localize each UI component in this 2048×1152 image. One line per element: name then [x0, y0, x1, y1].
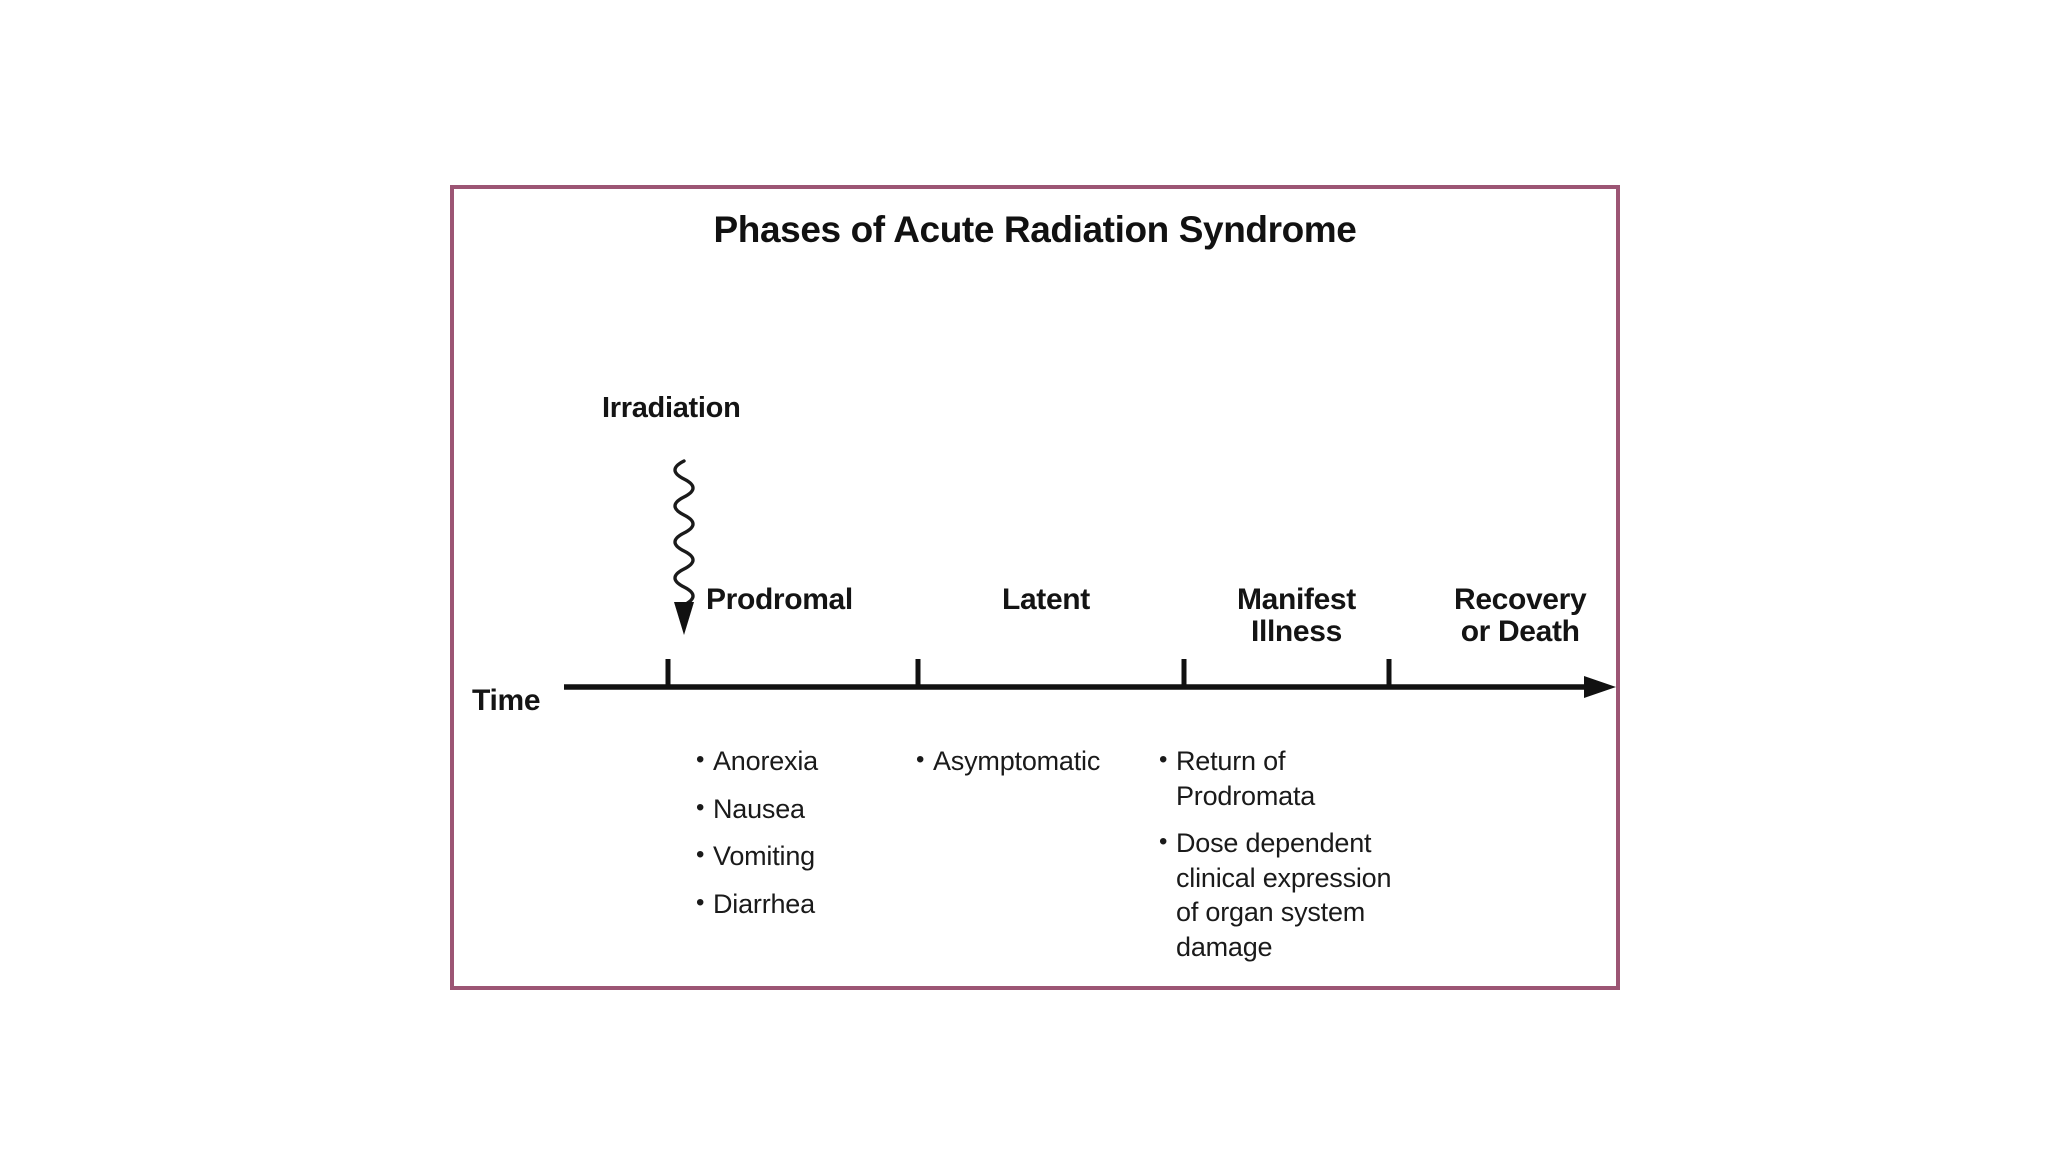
list-item-label: Anorexia — [713, 746, 818, 776]
symptom-list-manifest-illness: • Return of Prodromata • Dose dependent … — [1159, 744, 1419, 977]
wavy-arrow-down-icon — [673, 459, 695, 635]
list-item: • Dose dependent clinical expression of … — [1159, 826, 1419, 964]
list-item-label: Nausea — [713, 793, 805, 824]
bullet-icon: • — [696, 888, 705, 916]
page-title: Phases of Acute Radiation Syndrome — [713, 209, 1357, 250]
phase-label-latent: Latent — [1002, 583, 1090, 616]
list-item-label: Return of Prodromata — [1176, 746, 1316, 811]
list-item: • Nausea — [696, 792, 926, 827]
bullet-icon: • — [1159, 746, 1168, 773]
list-item: • Diarrhea — [696, 887, 926, 922]
list-item-label: Dose dependent clinical expression of or… — [1176, 828, 1392, 962]
list-item: • Return of Prodromata — [1159, 744, 1419, 813]
bullet-icon: • — [696, 793, 705, 821]
time-axis-label: Time — [472, 684, 541, 717]
list-item: • Anorexia — [696, 744, 926, 779]
bullet-icon: • — [696, 746, 705, 773]
phase-label-prodromal: Prodromal — [706, 583, 853, 616]
bullet-icon: • — [696, 841, 705, 869]
list-item-label: Asymptomatic — [933, 746, 1101, 776]
timeline-axis — [564, 659, 1616, 698]
irradiation-label: Irradiation — [602, 392, 741, 424]
list-item-label: Vomiting — [713, 841, 815, 872]
list-item: • Vomiting — [696, 839, 926, 874]
arrow-right-icon — [1584, 676, 1616, 698]
list-item-label: Diarrhea — [713, 888, 815, 919]
symptom-list-prodromal: • Anorexia • Nausea • Vomiting • Diarrhe… — [696, 744, 926, 934]
phase-label-manifest-illness: Manifest Illness — [1237, 583, 1356, 649]
list-item: • Asymptomatic — [916, 744, 1166, 779]
symptom-list-latent: • Asymptomatic — [916, 744, 1166, 792]
phase-label-recovery-or-death: Recovery or Death — [1454, 583, 1587, 649]
bullet-icon: • — [1159, 828, 1168, 856]
figure-frame: Phases of Acute Radiation Syndrome Irrad… — [450, 185, 1620, 990]
bullet-icon: • — [916, 746, 925, 773]
